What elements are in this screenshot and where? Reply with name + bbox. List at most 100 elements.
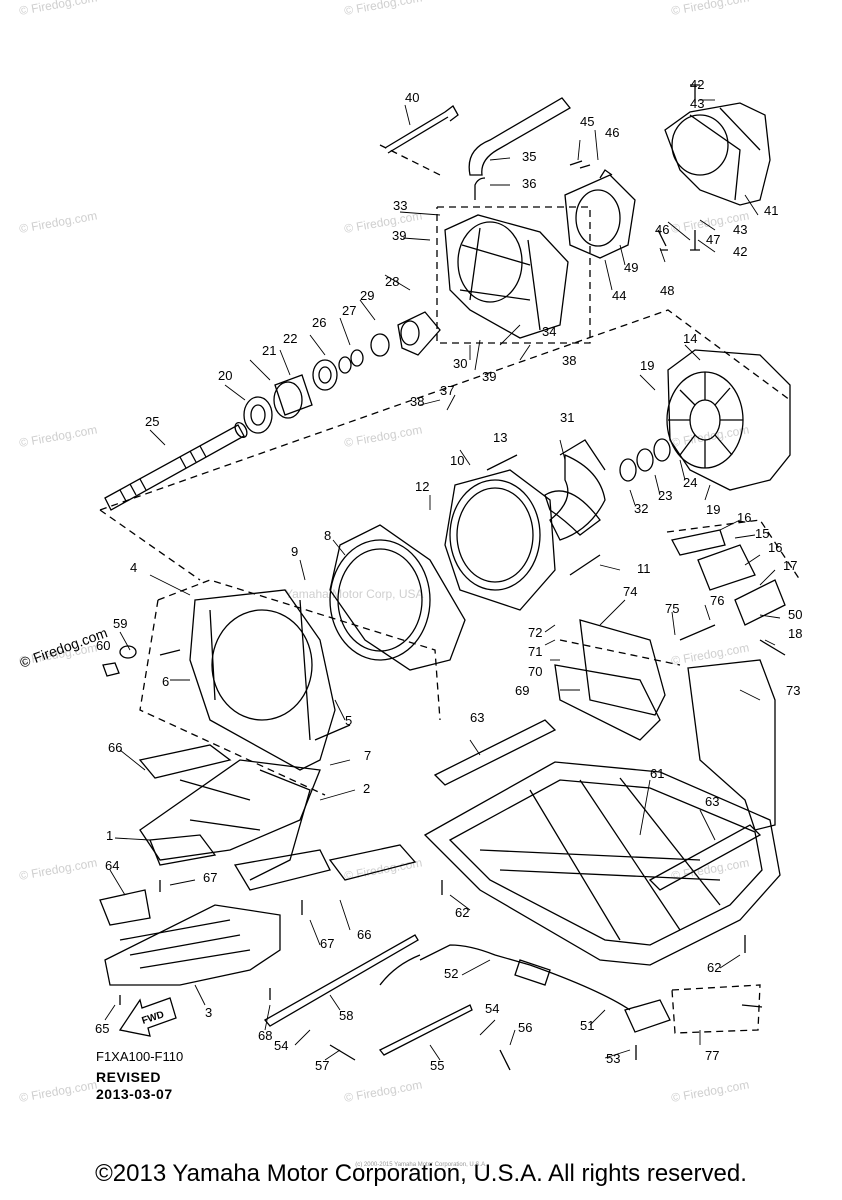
nozzle-ring bbox=[564, 169, 636, 259]
part-number-40: 40 bbox=[405, 90, 419, 105]
part-number-65: 65 bbox=[95, 1021, 109, 1036]
part-number-39: 39 bbox=[392, 228, 406, 243]
intake-duct-8 bbox=[329, 524, 466, 671]
part-number-46: 46 bbox=[605, 125, 619, 140]
part-number-19: 19 bbox=[640, 358, 654, 373]
panel-73 bbox=[687, 659, 776, 831]
part-number-38: 38 bbox=[562, 353, 576, 368]
part-number-63: 63 bbox=[470, 710, 484, 725]
part-number-59: 59 bbox=[113, 616, 127, 631]
part-number-48: 48 bbox=[660, 283, 674, 298]
part-number-36: 36 bbox=[522, 176, 536, 191]
watermark-text: © Firedog.com bbox=[343, 1077, 423, 1104]
cable-bracket bbox=[624, 999, 671, 1033]
washer-32 bbox=[619, 458, 637, 482]
part-number-62: 62 bbox=[707, 960, 721, 975]
watermark-text: © Firedog.com bbox=[670, 1077, 750, 1104]
part-number-24: 24 bbox=[683, 475, 697, 490]
drive-shaft bbox=[104, 421, 248, 511]
part-number-12: 12 bbox=[415, 479, 429, 494]
bracket-plate bbox=[554, 619, 666, 741]
seal-24 bbox=[653, 438, 671, 462]
cable-left bbox=[379, 954, 421, 986]
part-number-20: 20 bbox=[218, 368, 232, 383]
ride-plate bbox=[423, 761, 781, 966]
jet-pump-housing bbox=[666, 349, 791, 491]
part-number-47: 47 bbox=[706, 232, 720, 247]
part-number-17: 17 bbox=[783, 558, 797, 573]
part-number-57: 57 bbox=[315, 1058, 329, 1073]
nut-washer bbox=[102, 645, 137, 677]
part-number-25: 25 bbox=[145, 414, 159, 429]
nozzle-housing bbox=[444, 177, 569, 339]
copyright-notice: ©2013 Yamaha Motor Corporation, U.S.A. A… bbox=[95, 1160, 747, 1187]
intake-duct-10 bbox=[444, 469, 556, 611]
part-number-70: 70 bbox=[528, 664, 542, 679]
part-number-22: 22 bbox=[283, 331, 297, 346]
part-number-58: 58 bbox=[339, 1008, 353, 1023]
mount-plate bbox=[189, 589, 336, 771]
part-number-15: 15 bbox=[755, 526, 769, 541]
watermark-text: © Firedog.com bbox=[343, 422, 423, 449]
part-number-43: 43 bbox=[733, 222, 747, 237]
part-number-2: 2 bbox=[363, 781, 370, 796]
part-number-72: 72 bbox=[528, 625, 542, 640]
intake-grate bbox=[99, 889, 281, 986]
part-number-66: 66 bbox=[108, 740, 122, 755]
part-number-56: 56 bbox=[518, 1020, 532, 1035]
part-number-77: 77 bbox=[705, 1048, 719, 1063]
part-number-41: 41 bbox=[764, 203, 778, 218]
part-number-6: 6 bbox=[162, 674, 169, 689]
part-number-30: 30 bbox=[453, 356, 467, 371]
watermark-text: © Firedog.com bbox=[18, 208, 98, 235]
part-number-11: 11 bbox=[637, 561, 651, 576]
bearings bbox=[243, 311, 441, 434]
deflector bbox=[664, 102, 771, 206]
part-number-42: 42 bbox=[690, 77, 704, 92]
watermark-text: © Firedog.com bbox=[670, 422, 750, 449]
part-number-33: 33 bbox=[393, 198, 407, 213]
part-number-14: 14 bbox=[683, 331, 697, 346]
part-number-26: 26 bbox=[312, 315, 326, 330]
fwd-arrow bbox=[118, 997, 177, 1037]
part-number-5: 5 bbox=[345, 713, 352, 728]
small-brackets bbox=[671, 529, 786, 626]
hose bbox=[468, 97, 571, 176]
part-number-46: 46 bbox=[655, 222, 669, 237]
group-outlines bbox=[99, 144, 801, 1034]
leader-lines bbox=[104, 99, 781, 1061]
part-number-23: 23 bbox=[658, 488, 672, 503]
part-number-73: 73 bbox=[786, 683, 800, 698]
part-number-69: 69 bbox=[515, 683, 529, 698]
part-number-1: 1 bbox=[106, 828, 113, 843]
part-number-53: 53 bbox=[606, 1051, 620, 1066]
part-number-52: 52 bbox=[444, 966, 458, 981]
bolts bbox=[119, 84, 786, 1071]
part-number-34: 34 bbox=[542, 324, 556, 339]
part-number-67: 67 bbox=[203, 870, 217, 885]
part-number-16: 16 bbox=[768, 540, 782, 555]
watermark-text: © Firedog.com bbox=[18, 855, 98, 882]
rail-left bbox=[433, 719, 557, 786]
part-number-62: 62 bbox=[455, 905, 469, 920]
part-number-64: 64 bbox=[105, 858, 119, 873]
part-number-68: 68 bbox=[258, 1028, 272, 1043]
exploded-view-art bbox=[99, 84, 801, 1071]
center-watermark: Yamaha Motor Corp, USA bbox=[285, 587, 424, 601]
part-number-76: 76 bbox=[710, 593, 724, 608]
part-number-71: 71 bbox=[528, 644, 542, 659]
part-number-67: 67 bbox=[320, 936, 334, 951]
part-number-27: 27 bbox=[342, 303, 356, 318]
impeller bbox=[544, 439, 606, 541]
watermark-text: © Firedog.com bbox=[18, 0, 98, 18]
ride-plate-brackets bbox=[138, 744, 417, 891]
cable-tie-55 bbox=[378, 1004, 473, 1056]
washer-23 bbox=[636, 448, 654, 472]
diagram-code: F1XA100-F110 bbox=[96, 1049, 184, 1064]
fwd-label: FWD bbox=[141, 1009, 166, 1027]
part-number-18: 18 bbox=[788, 626, 802, 641]
tiny-note: (c) 2000-2015 Yamaha Motor Corporation, … bbox=[355, 1162, 487, 1168]
part-number-51: 51 bbox=[580, 1018, 594, 1033]
part-number-4: 4 bbox=[130, 560, 137, 575]
